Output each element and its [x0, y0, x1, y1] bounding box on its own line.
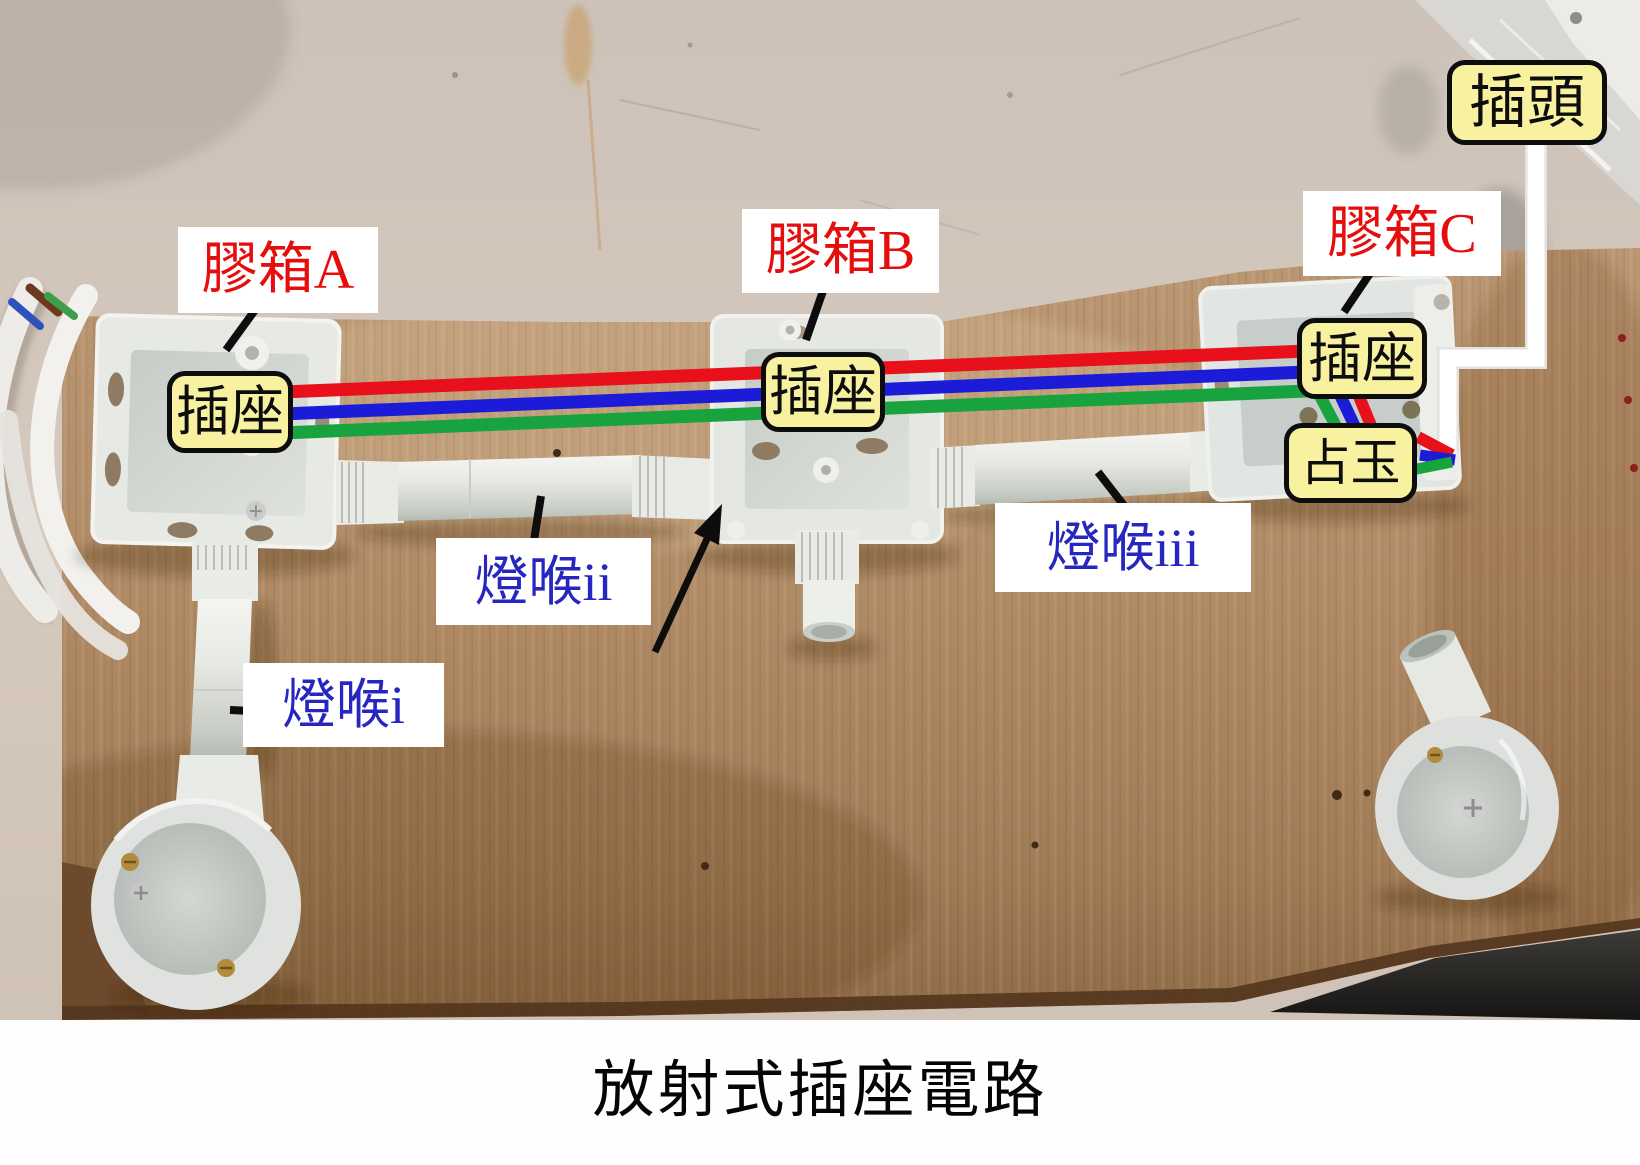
label-socket-c-text: 插座 — [1308, 328, 1416, 389]
label-box-c-text: 膠箱C — [1327, 202, 1477, 265]
circular-box-right — [1375, 629, 1559, 900]
label-socket-a-text: 插座 — [176, 382, 284, 442]
table-stain — [564, 5, 592, 85]
screw-hole — [1570, 12, 1582, 24]
label-conduit-iii: 燈喉iii — [995, 503, 1251, 592]
label-socket-a: 插座 — [167, 371, 293, 453]
label-socket-c: 插座 — [1297, 318, 1427, 399]
label-box-b-text: 膠箱B — [765, 220, 916, 282]
label-plug-text: 插頭 — [1468, 69, 1585, 135]
label-plug: 插頭 — [1447, 60, 1607, 145]
cable-coil — [0, 277, 140, 660]
label-box-a-text: 膠箱A — [201, 239, 355, 301]
label-zhan-yu-text: 占玉 — [1300, 435, 1401, 491]
pointer-box-b — [802, 286, 828, 342]
conduit-ii-pipe — [336, 455, 716, 525]
caption-strip — [0, 1020, 1640, 1165]
label-socket-b: 插座 — [761, 352, 885, 432]
cable-end-green — [44, 292, 78, 320]
label-conduit-ii: 燈喉ii — [436, 538, 651, 625]
label-socket-b-text: 插座 — [769, 362, 877, 422]
diagram-title-text: 放射式插座電路 — [592, 1057, 1048, 1125]
label-conduit-ii-text: 燈喉ii — [474, 551, 613, 612]
label-zhan-yu: 占玉 — [1284, 423, 1417, 503]
circular-box-left — [91, 798, 301, 1010]
label-box-a: 膠箱A — [178, 227, 378, 313]
label-conduit-i-text: 燈喉i — [281, 675, 405, 735]
cable-end-brown — [25, 283, 63, 317]
arrow-to-box-b — [651, 504, 722, 654]
circular-box-right-stub — [1399, 629, 1492, 737]
pointer-box-a — [222, 303, 262, 353]
cable-end-blue — [8, 298, 44, 330]
box-b-bottom-stub — [795, 530, 859, 642]
red-speck — [1624, 396, 1632, 404]
floor-corner — [1270, 930, 1640, 1020]
diagram-title: 放射式插座電路 — [0, 1046, 1640, 1136]
label-conduit-i: 燈喉i — [243, 663, 444, 747]
label-conduit-iii-text: 燈喉iii — [1046, 517, 1200, 578]
red-speck — [1630, 464, 1638, 472]
supply-cable-to-plug — [1437, 140, 1547, 452]
red-speck — [1618, 334, 1626, 342]
board-edge-bottom — [62, 918, 1640, 1020]
label-box-c: 膠箱C — [1303, 191, 1501, 276]
label-box-b: 膠箱B — [742, 209, 939, 293]
